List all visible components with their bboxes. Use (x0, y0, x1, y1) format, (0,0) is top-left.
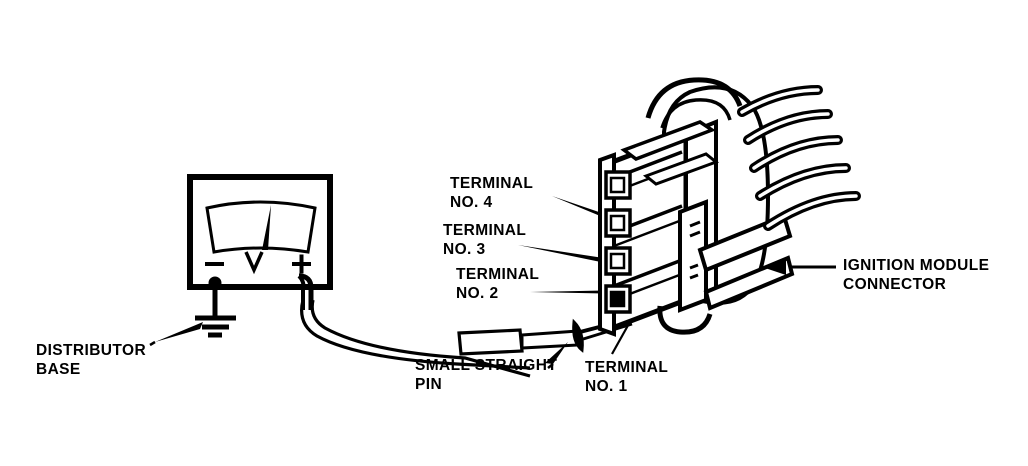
label-small-straight-pin: SMALL STRAIGHT PIN (415, 357, 558, 393)
label-terminal-3: TERMINAL NO. 3 (443, 222, 527, 258)
leader-distributor-base (149, 322, 203, 347)
meter-scale (205, 200, 317, 254)
label-ignition-module-connector: IGNITION MODULE CONNECTOR (843, 257, 990, 293)
terminal-cavity-3 (604, 208, 632, 238)
label-terminal-2: TERMINAL NO. 2 (456, 266, 540, 302)
minus-icon (205, 262, 224, 266)
connector-wires (737, 85, 861, 231)
label-terminal-4: TERMINAL NO. 4 (450, 175, 534, 211)
ignition-module-connector (598, 77, 861, 337)
wire-1 (737, 85, 823, 117)
voltmeter (187, 174, 333, 310)
ground-connection (195, 285, 236, 338)
plus-icon-v (299, 254, 304, 274)
leader-terminal-1 (611, 319, 632, 355)
leader-small-straight-pin (545, 342, 568, 369)
probe-body (457, 328, 524, 356)
wire-5 (763, 191, 861, 231)
meter-needle (262, 205, 271, 250)
label-terminal-1: TERMINAL NO. 1 (585, 359, 669, 395)
wire-4 (755, 163, 851, 201)
terminal-cavities (604, 170, 632, 314)
leader-ignition-module-connector (762, 259, 836, 275)
negative-terminal-post (208, 276, 222, 290)
pin-collar (572, 318, 584, 353)
volt-symbol (244, 251, 264, 275)
label-distributor-base: DISTRIBUTOR BASE (36, 342, 147, 378)
